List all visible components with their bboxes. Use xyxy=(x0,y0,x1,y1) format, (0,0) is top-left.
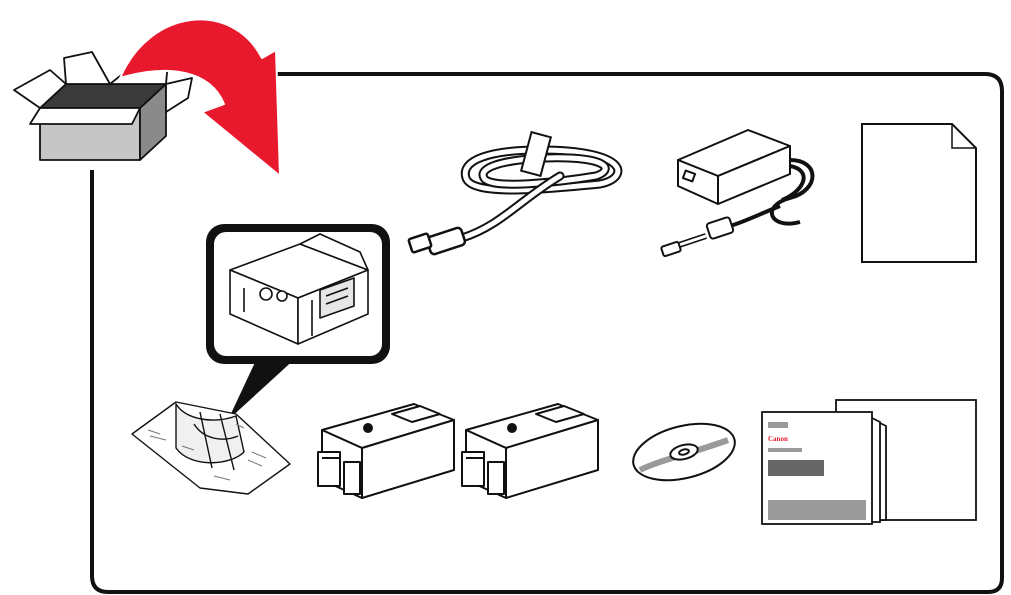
print-head-package-icon xyxy=(131,401,291,495)
sheet-fold xyxy=(951,124,976,149)
unpack-arrow-icon xyxy=(119,18,281,177)
manuals-stack-icon xyxy=(761,399,977,525)
open-box-icon xyxy=(13,51,193,161)
setup-cd-icon xyxy=(632,422,736,482)
blank-sheet-icon xyxy=(861,123,977,263)
print-head-icon xyxy=(229,233,369,345)
power-cord-icon xyxy=(407,130,623,256)
print-head-callout xyxy=(206,224,390,420)
ink-tank-icon xyxy=(461,403,599,499)
ink-tank-icon xyxy=(317,403,455,499)
manual-brand-label: Canon xyxy=(768,435,788,443)
ac-adapter-icon xyxy=(660,129,815,258)
